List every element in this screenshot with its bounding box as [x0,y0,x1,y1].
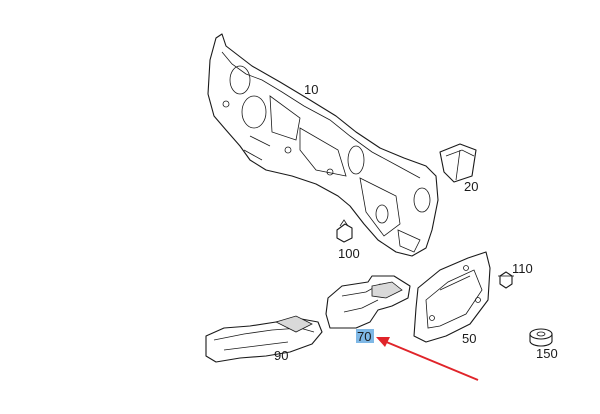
part-20-label: 20 [464,179,478,194]
part-100-clip [336,219,353,243]
part-70-label: 70 [357,329,371,344]
part-100-label: 100 [338,246,360,261]
part-110-screw [498,271,514,289]
part-90-label: 90 [274,348,288,363]
part-150-grommet [529,328,553,347]
part-90-lower-duct [205,315,323,363]
pointer-arrow [376,337,479,381]
part-50-label: 50 [462,331,476,346]
part-70-highlight [356,329,374,343]
part-150-label: 150 [536,346,558,361]
part-20-foam-block [439,143,477,183]
part-110-label: 110 [512,261,533,276]
part-70-bracket [325,275,411,329]
part-10-label: 10 [304,82,318,97]
part-10-bulkhead-panel [207,33,439,257]
part-50-side-panel [413,251,491,343]
